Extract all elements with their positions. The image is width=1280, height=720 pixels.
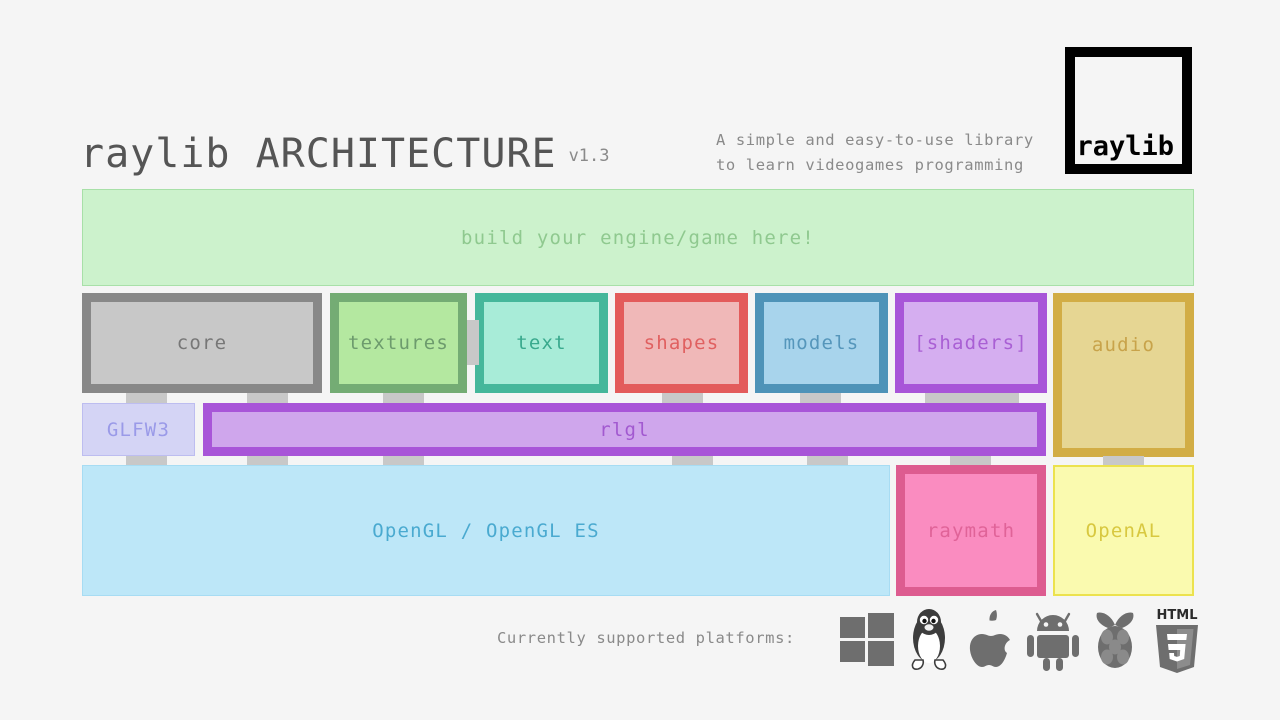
banner-label: build your engine/game here! bbox=[461, 226, 815, 249]
connector-tab bbox=[467, 320, 479, 365]
connector-tab bbox=[247, 456, 288, 467]
connector-tab bbox=[807, 456, 848, 467]
connector-tab bbox=[672, 456, 713, 467]
module-textures[interactable]: textures bbox=[330, 293, 467, 393]
tagline: A simple and easy-to-use library to lear… bbox=[716, 128, 1034, 178]
module-shaders-label: [shaders] bbox=[914, 332, 1028, 354]
module-text-label: text bbox=[516, 332, 567, 354]
page-title-text: raylib ARCHITECTURE bbox=[80, 131, 557, 177]
connector-tab bbox=[1103, 456, 1144, 467]
module-text[interactable]: text bbox=[475, 293, 608, 393]
module-models[interactable]: models bbox=[755, 293, 888, 393]
raylib-logo-text: raylib bbox=[1076, 131, 1174, 162]
connector-tab bbox=[126, 456, 167, 467]
layer-opengl[interactable]: OpenGL / OpenGL ES bbox=[82, 465, 890, 596]
module-textures-label: textures bbox=[347, 332, 450, 354]
connector-tab bbox=[925, 393, 1019, 404]
layer-raymath[interactable]: raymath bbox=[896, 465, 1046, 596]
connector-tab bbox=[383, 393, 424, 404]
html5-icon: HTML bbox=[1146, 604, 1208, 676]
raylib-logo: raylib bbox=[1065, 47, 1192, 174]
linux-icon bbox=[898, 604, 960, 676]
connector-tab bbox=[247, 393, 288, 404]
tagline-line-2: to learn videogames programming bbox=[716, 156, 1024, 174]
layer-rlgl-label: rlgl bbox=[599, 418, 650, 441]
module-shapes[interactable]: shapes bbox=[615, 293, 748, 393]
layer-glfw3-label: GLFW3 bbox=[106, 418, 171, 441]
layer-opengl-label: OpenGL / OpenGL ES bbox=[372, 519, 600, 542]
page-title: raylib ARCHITECTURE v1.3 bbox=[80, 131, 610, 177]
tagline-line-1: A simple and easy-to-use library bbox=[716, 131, 1034, 149]
connector-tab bbox=[950, 456, 991, 467]
connector-tab bbox=[126, 393, 167, 404]
module-audio[interactable]: audio bbox=[1053, 293, 1194, 457]
module-models-label: models bbox=[783, 332, 860, 354]
connector-tab bbox=[800, 393, 841, 404]
version-label: v1.3 bbox=[568, 146, 610, 166]
layer-glfw3[interactable]: GLFW3 bbox=[82, 403, 195, 456]
module-shaders[interactable]: [shaders] bbox=[895, 293, 1047, 393]
connector-tab bbox=[662, 393, 703, 404]
supported-platforms-label: Currently supported platforms: bbox=[497, 629, 795, 647]
layer-openal[interactable]: OpenAL bbox=[1053, 465, 1194, 596]
module-audio-label: audio bbox=[1091, 334, 1156, 356]
html5-top-text: HTML bbox=[1157, 608, 1198, 623]
windows-icon bbox=[836, 604, 898, 676]
layer-rlgl[interactable]: rlgl bbox=[203, 403, 1046, 456]
layer-raymath-label: raymath bbox=[926, 519, 1016, 542]
build-your-game-banner: build your engine/game here! bbox=[82, 189, 1194, 286]
module-core-label: core bbox=[176, 332, 228, 354]
module-core[interactable]: core bbox=[82, 293, 322, 393]
module-shapes-label: shapes bbox=[643, 332, 720, 354]
layer-openal-label: OpenAL bbox=[1085, 519, 1162, 542]
android-icon bbox=[1022, 604, 1084, 676]
apple-icon bbox=[960, 604, 1022, 676]
platform-icons: HTML bbox=[836, 604, 1208, 676]
connector-tab bbox=[383, 456, 424, 467]
raspberrypi-icon bbox=[1084, 604, 1146, 676]
